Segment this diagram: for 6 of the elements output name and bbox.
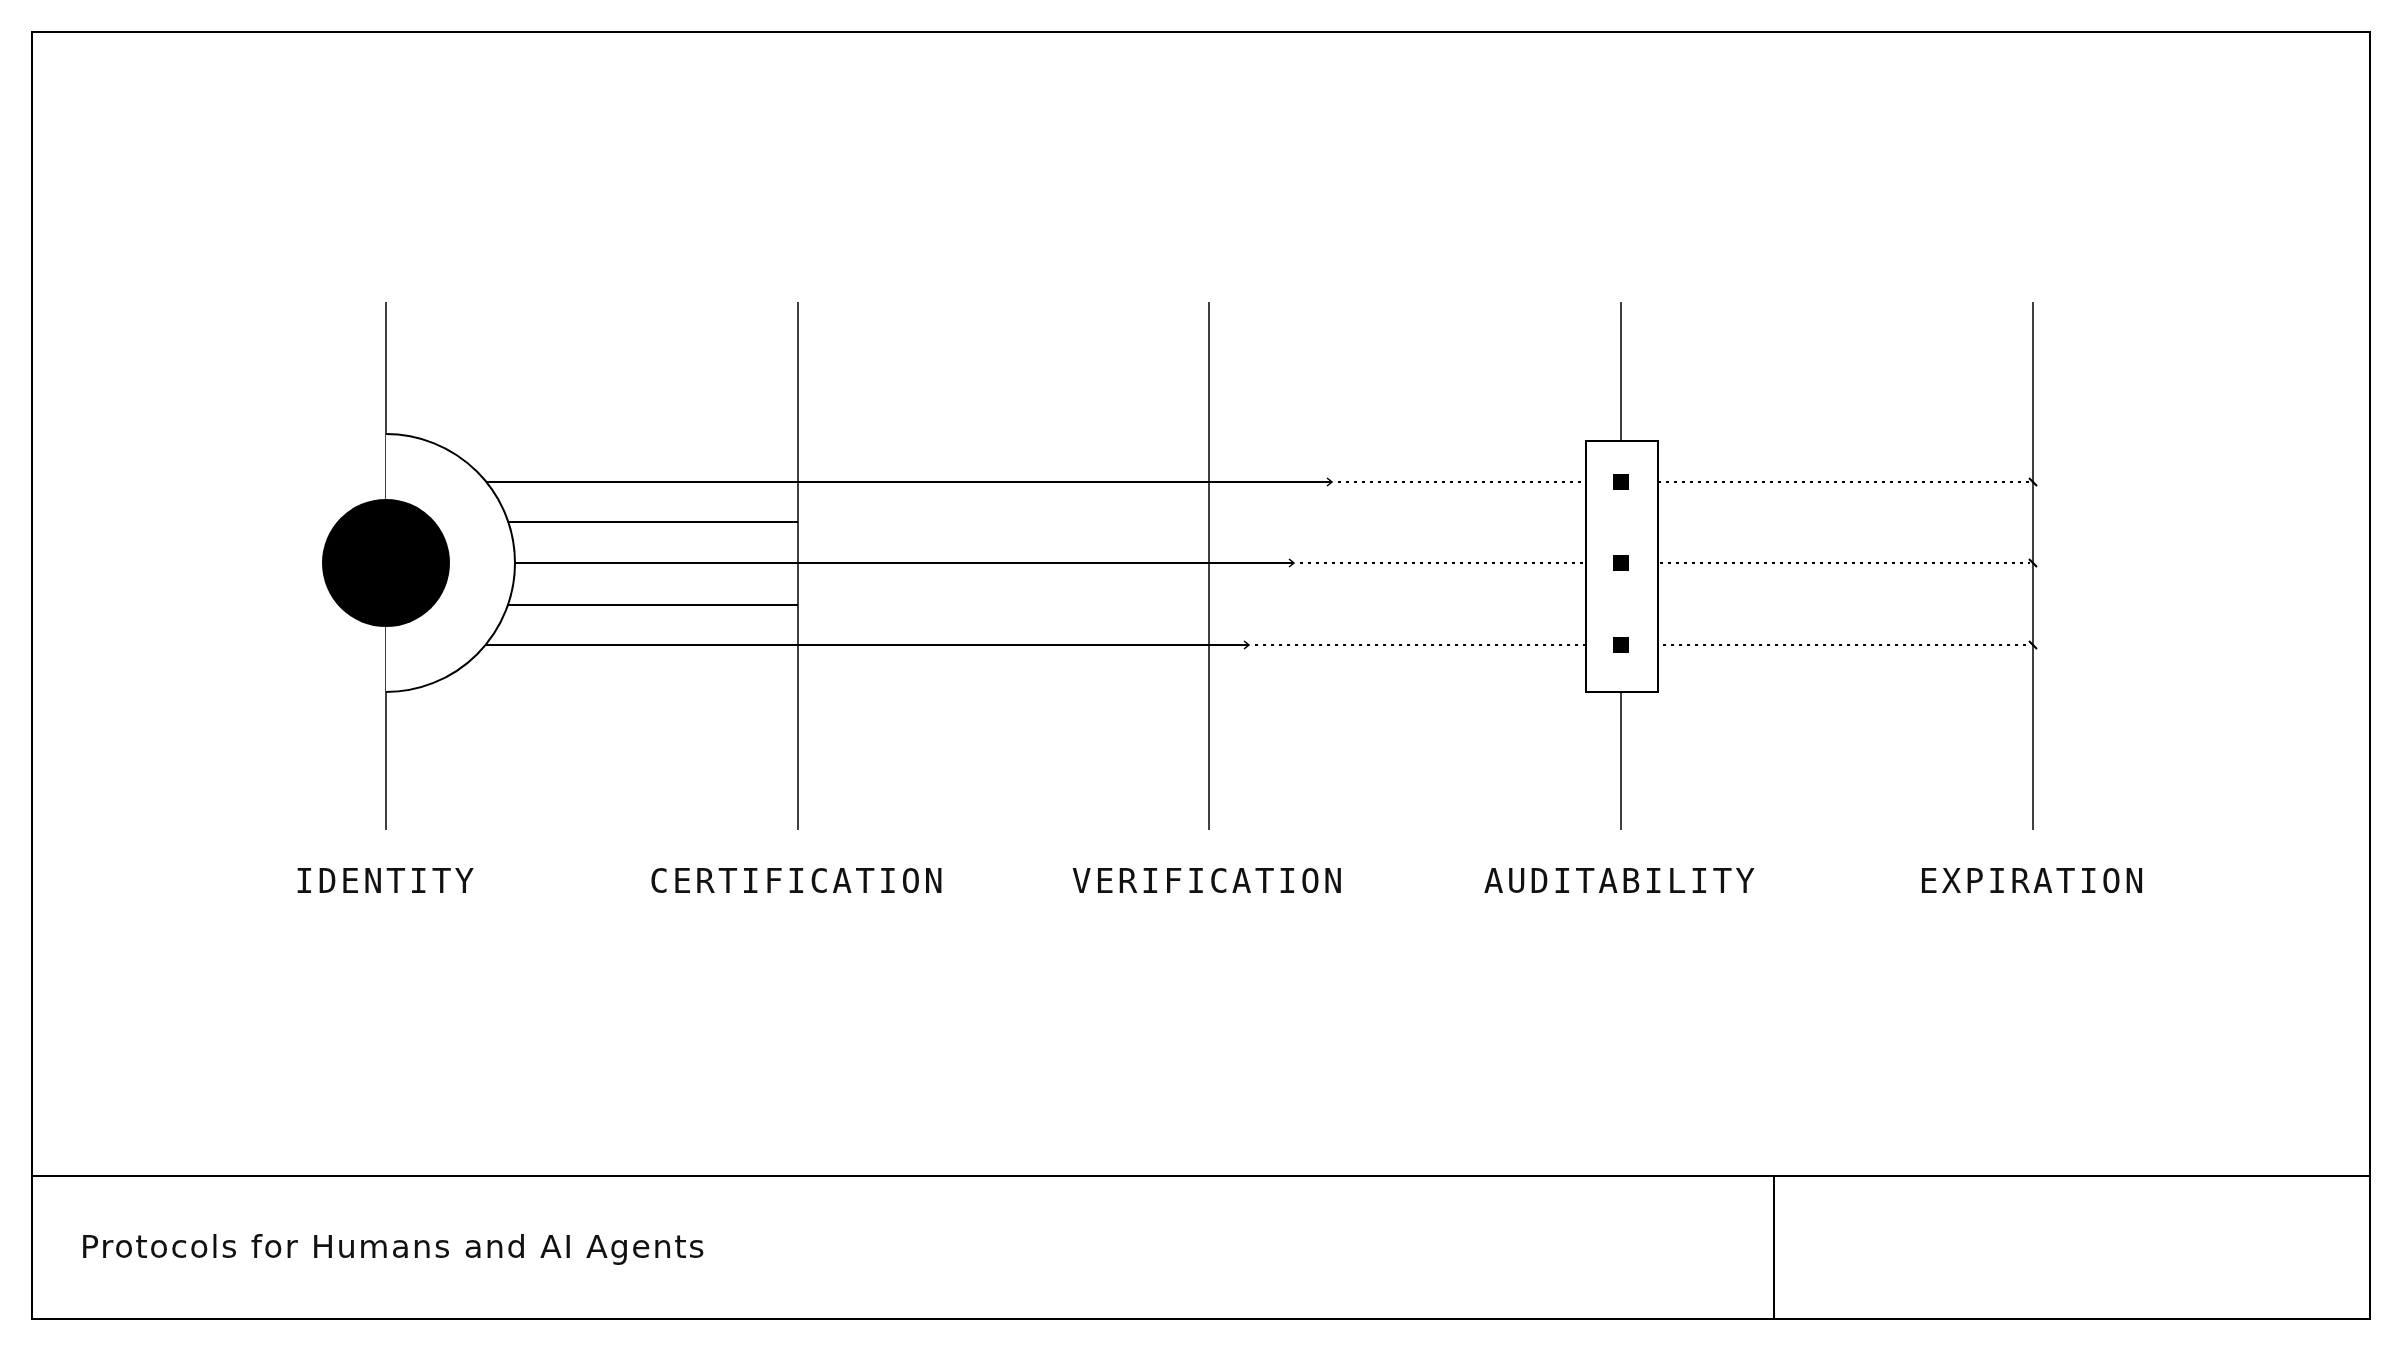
stage-label: CERTIFICATION [649,862,947,901]
stage-label: VERIFICATION [1071,862,1347,901]
stage-label: AUDITABILITY [1483,862,1759,901]
caption: Protocols for Humans and AI Agents [80,1228,707,1266]
stage-label: IDENTITY [294,862,478,901]
stage-label: EXPIRATION [1918,862,2148,901]
